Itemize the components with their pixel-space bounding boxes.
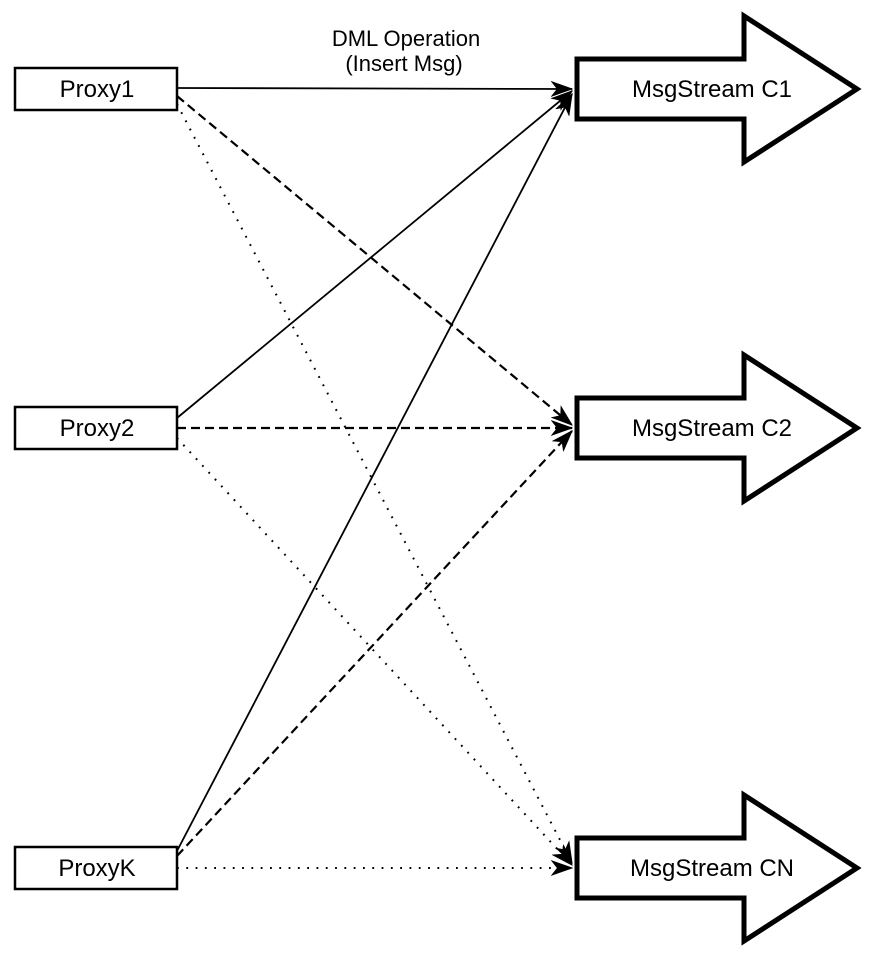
proxyk-label: ProxyK bbox=[58, 855, 135, 882]
edge-proxyk-to-msgstream-c2 bbox=[176, 431, 572, 857]
edge-proxy1-to-msgstream-cn bbox=[176, 103, 573, 863]
proxy2-label: Proxy2 bbox=[60, 415, 135, 442]
msgstream-cn-arrow-shape bbox=[574, 790, 862, 946]
node-proxy2: Proxy2 bbox=[13, 405, 179, 451]
edge-annotation-line2: (Insert Msg) bbox=[345, 51, 462, 76]
node-proxyk: ProxyK bbox=[13, 845, 179, 891]
msgstream-cn-label: MsgStream CN bbox=[630, 855, 794, 882]
edge-proxy2-to-msgstream-c1 bbox=[176, 91, 572, 419]
msgstream-c2-label: MsgStream C2 bbox=[632, 415, 792, 442]
proxyk-box bbox=[13, 845, 179, 891]
edge-proxyk-to-msgstream-c1 bbox=[176, 94, 573, 852]
msgstream-c2-arrow-shape bbox=[574, 350, 862, 506]
msgstream-c1-label: MsgStream C1 bbox=[632, 76, 792, 103]
node-msgstream-c2: MsgStream C2 bbox=[574, 350, 862, 506]
edge-proxy2-to-msgstream-cn bbox=[176, 437, 572, 865]
proxy2-box bbox=[13, 405, 179, 451]
node-proxy1: Proxy1 bbox=[13, 66, 179, 112]
node-msgstream-c1: MsgStream C1 bbox=[574, 11, 862, 167]
msgstream-c1-arrow-shape bbox=[574, 11, 862, 167]
proxy1-box bbox=[13, 66, 179, 112]
edge-annotation-line1: DML Operation bbox=[332, 26, 480, 51]
edge-proxy1-to-msgstream-c2 bbox=[176, 95, 572, 425]
proxy1-label: Proxy1 bbox=[60, 76, 135, 103]
node-msgstream-cn: MsgStream CN bbox=[574, 790, 862, 946]
edge-proxy1-to-msgstream-c1 bbox=[176, 88, 572, 89]
